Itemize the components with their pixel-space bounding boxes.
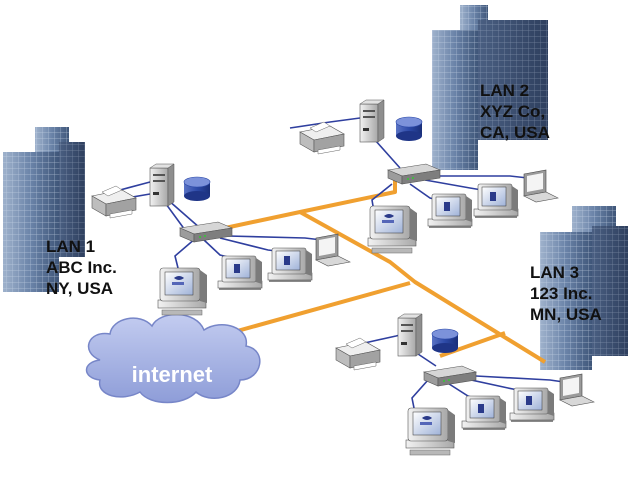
- lan2-label: LAN 2 XYZ Co, CA, USA: [480, 81, 550, 142]
- lan2-network: [289, 99, 559, 254]
- internet-cloud: [85, 313, 261, 404]
- server-tower-icon: [149, 163, 175, 207]
- workstation-icon: [509, 387, 555, 423]
- network-hub-icon: [423, 365, 477, 387]
- lan2-name: LAN 2: [480, 81, 529, 100]
- internet-label: internet: [132, 362, 213, 387]
- wan-link-lan1-lan2: [224, 180, 397, 230]
- building-lan3: [540, 206, 628, 370]
- lan3-location: MN, USA: [530, 305, 602, 324]
- building-lan1: [3, 127, 85, 292]
- database-disk-icon: [183, 176, 211, 202]
- lan3-network: [335, 313, 595, 456]
- lan3-label: LAN 3 123 Inc. MN, USA: [530, 263, 602, 324]
- lan2-location: CA, USA: [480, 123, 550, 142]
- workstation-icon: [157, 267, 208, 316]
- lan1-label: LAN 1 ABC Inc. NY, USA: [46, 237, 117, 298]
- server-tower-icon: [397, 313, 423, 357]
- lan1-company: ABC Inc.: [46, 258, 117, 277]
- workstation-icon: [267, 247, 313, 283]
- lan3-name: LAN 3: [530, 263, 579, 282]
- laptop-icon: [523, 169, 559, 203]
- server-tower-icon: [359, 99, 385, 143]
- workstation-icon: [217, 255, 263, 291]
- lan1-network: [91, 163, 351, 316]
- workstation-icon: [405, 407, 456, 456]
- printer-icon: [91, 185, 137, 219]
- workstation-icon: [473, 183, 519, 219]
- laptop-icon: [559, 373, 595, 407]
- lan2-company: XYZ Co,: [480, 102, 545, 121]
- wan-link-backbone: [299, 210, 547, 364]
- database-disk-icon: [395, 116, 423, 142]
- workstation-icon: [367, 205, 418, 254]
- printer-icon: [335, 337, 381, 371]
- building-lan2: [432, 5, 548, 170]
- database-disk-icon: [431, 328, 459, 354]
- lan3-company: 123 Inc.: [530, 284, 592, 303]
- lan1-location: NY, USA: [46, 279, 113, 298]
- printer-icon: [299, 121, 345, 155]
- workstation-icon: [427, 193, 473, 229]
- lan1-name: LAN 1: [46, 237, 95, 256]
- workstation-icon: [461, 395, 507, 431]
